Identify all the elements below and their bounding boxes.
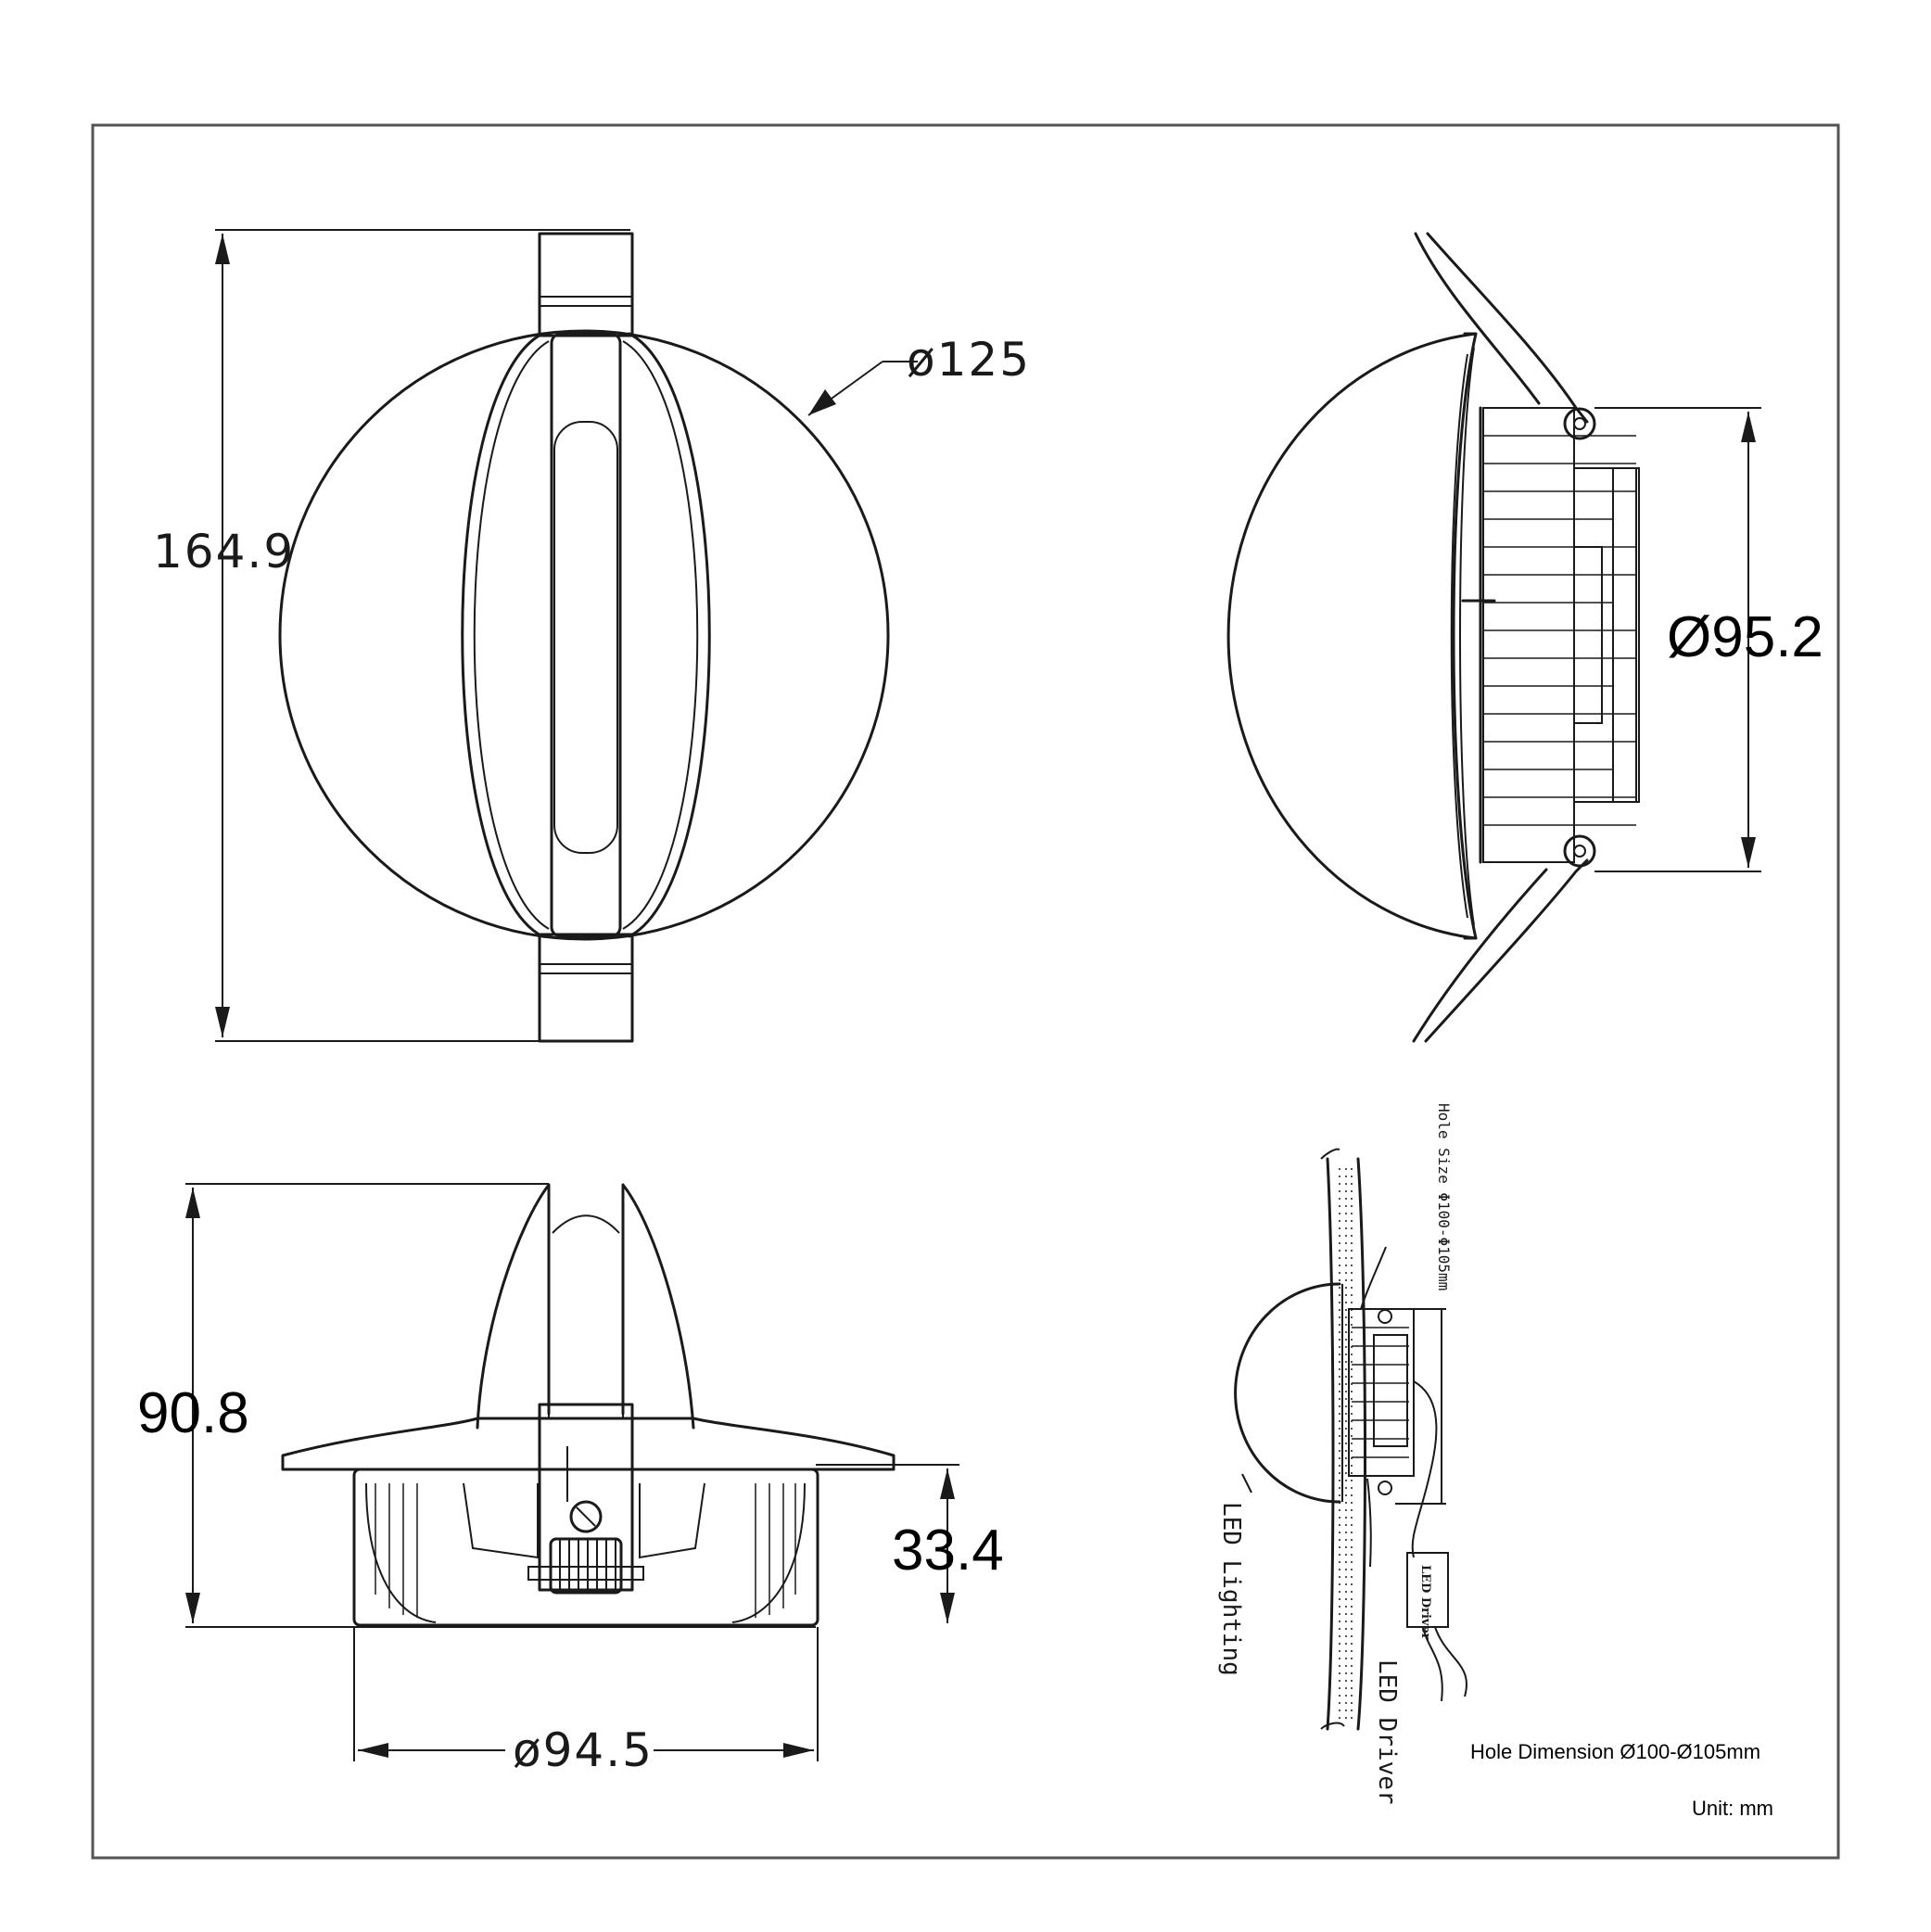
- hole-size-label: Hole Size Φ100-Φ105mm: [1435, 1103, 1453, 1290]
- install-view: LED Driver Hole Size Φ100-Φ105mm LED Lig…: [1217, 1103, 1467, 1805]
- bottom-handle-dome: [476, 1183, 695, 1430]
- front-handle-top: [538, 232, 634, 337]
- side-dome: [1226, 332, 1478, 940]
- front-lens-right: [628, 332, 711, 938]
- bottom-view: 90.8 33.4 ø94.5: [137, 1183, 1004, 1777]
- side-spring-bottom: [1412, 858, 1589, 1043]
- led-lighting-label: LED Lighting: [1217, 1502, 1245, 1676]
- front-handle-bottom: [538, 933, 634, 1043]
- front-view: 164.9 ø125: [153, 229, 1031, 1043]
- side-heatsink: [1461, 407, 1640, 863]
- front-lamp-body: [278, 329, 890, 941]
- front-center-bar: [550, 332, 622, 938]
- front-diameter-label: ø125: [907, 333, 1031, 387]
- side-diameter-label: Ø95.2: [1667, 605, 1823, 669]
- hole-dimension-note: Hole Dimension Ø100-Ø105mm: [1470, 1740, 1760, 1763]
- led-driver-box: [1406, 1552, 1449, 1628]
- bottom-flange: [281, 1417, 896, 1471]
- side-view: Ø95.2: [1226, 232, 1823, 1043]
- ceiling-board: [1326, 1157, 1366, 1731]
- drawing-frame: [91, 123, 1840, 1860]
- bottom-diameter-label: ø94.5: [513, 1723, 654, 1777]
- unit-note: Unit: mm: [1692, 1797, 1773, 1820]
- front-lens-left: [461, 332, 544, 938]
- bottom-bracket: [538, 1403, 634, 1592]
- side-spring-top: [1414, 232, 1589, 424]
- bottom-heatsink: [352, 1468, 819, 1627]
- led-driver-box-label: LED Driver: [1418, 1565, 1432, 1640]
- install-dome: [1234, 1282, 1341, 1504]
- front-height-label: 164.9: [153, 525, 295, 578]
- led-driver-label: LED Driver: [1373, 1659, 1401, 1805]
- bottom-depth-label: 33.4: [892, 1519, 1004, 1582]
- bottom-height-label: 90.8: [137, 1381, 249, 1445]
